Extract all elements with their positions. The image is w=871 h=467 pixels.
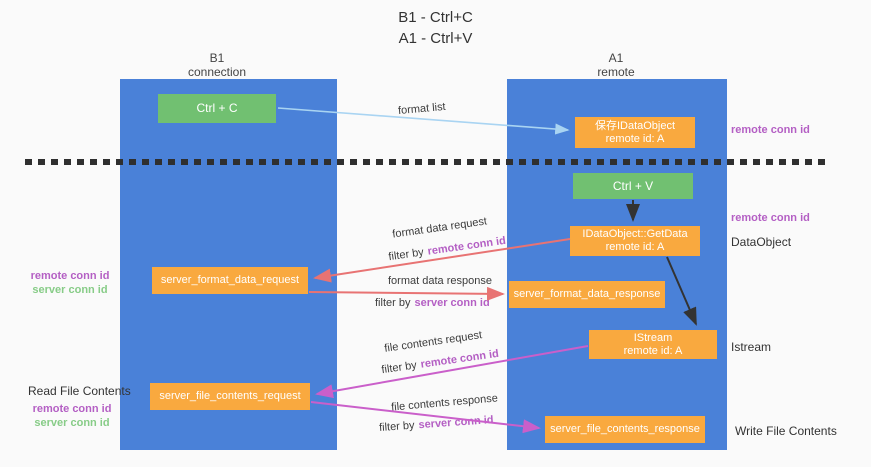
node-ctrl-c: Ctrl + C	[158, 94, 276, 123]
node-save-idataobject-line1: 保存IDataObject	[594, 119, 676, 132]
node-idataobject-getdata: IDataObject::GetData remote id: A	[570, 226, 700, 256]
node-server-file-contents-response: server_file_contents_response	[545, 416, 705, 443]
label-file-contents-response-text: file contents response	[390, 392, 499, 414]
label-server-conn-id-text: server conn id	[414, 297, 490, 309]
phase-divider-dashed-line	[25, 159, 831, 165]
node-save-idataobject: 保存IDataObject remote id: A	[575, 117, 695, 148]
node-save-idataobject-line2: remote id: A	[605, 132, 665, 145]
node-server-format-data-response: server_format_data_response	[509, 281, 665, 308]
node-server-format-data-request: server_format_data_request	[152, 267, 308, 294]
label-format-list-text: format list	[397, 100, 447, 118]
annotation-write-file-contents: Write File Contents	[735, 424, 837, 438]
node-ctrl-v: Ctrl + V	[573, 173, 693, 199]
annotation-server-conn-id-left-1: server conn id	[32, 284, 108, 296]
lane-a1-name: A1	[608, 51, 624, 65]
title-line-2: A1 - Ctrl+V	[398, 30, 473, 47]
label-filter-by-text: filter by	[387, 246, 425, 264]
label-filter-by-text: filter by	[378, 419, 415, 434]
node-ctrl-c-label: Ctrl + C	[196, 101, 238, 115]
label-remote-conn-id-text: remote conn id	[419, 347, 500, 371]
annotation-remote-conn-id-left-2: remote conn id	[32, 403, 112, 415]
label-filter-by-text: filter by	[375, 297, 411, 309]
node-istream-line1: IStream	[633, 331, 673, 344]
node-server-file-contents-response-label: server_file_contents_response	[550, 423, 700, 435]
annotation-read-file-contents: Read File Contents	[28, 384, 131, 398]
annotation-istream: Istream	[731, 340, 772, 354]
annotation-conn-ids-top: remote conn id server conn id	[22, 269, 118, 297]
label-format-list: format list	[398, 101, 447, 117]
lane-header-a1: A1 remote	[556, 51, 676, 79]
node-istream: IStream remote id: A	[589, 330, 717, 359]
title-line-1: B1 - Ctrl+C	[398, 9, 473, 26]
annotation-server-conn-id-left-2: server conn id	[34, 417, 110, 429]
node-ctrl-v-label: Ctrl + V	[612, 178, 654, 193]
label-filter-remote-1: filter by remote conn id	[388, 235, 507, 263]
label-format-data-response-text: format data response	[388, 275, 492, 287]
annotation-conn-ids-bottom: remote conn id server conn id	[24, 402, 120, 430]
label-format-data-request-text: format data request	[391, 215, 488, 241]
label-filter-server-2: filter by server conn id	[379, 414, 494, 434]
label-file-contents-response: file contents response	[391, 392, 499, 413]
annotation-dataobject: DataObject	[731, 235, 792, 249]
label-filter-by-text: filter by	[380, 359, 418, 377]
arrow-format-data-response	[308, 286, 505, 301]
node-idataobject-getdata-line2: remote id: A	[605, 241, 665, 253]
label-format-data-response: format data response	[388, 275, 492, 287]
lane-b1-name: B1	[209, 51, 225, 65]
label-filter-server-1: filter by server conn id	[375, 297, 490, 309]
node-server-format-data-response-label: server_format_data_response	[513, 288, 661, 300]
annotation-remote-conn-id-mid: remote conn id	[731, 212, 810, 224]
label-server-conn-id-text: server conn id	[418, 414, 494, 432]
node-server-file-contents-request-label: server_file_contents_request	[159, 390, 301, 402]
node-server-format-data-request-label: server_format_data_request	[160, 274, 300, 286]
node-server-file-contents-request: server_file_contents_request	[150, 383, 310, 410]
diagram-title: B1 - Ctrl+C A1 - Ctrl+V	[0, 7, 871, 49]
label-format-data-request: format data request	[392, 215, 488, 240]
annotation-remote-conn-id-left-1: remote conn id	[30, 270, 110, 282]
annotation-remote-conn-id-top: remote conn id	[731, 124, 810, 136]
node-idataobject-getdata-line1: IDataObject::GetData	[582, 228, 688, 240]
label-remote-conn-id-text: remote conn id	[426, 234, 507, 258]
lane-a1-subtitle: remote	[597, 65, 635, 79]
lane-header-b1: B1 connection	[157, 51, 277, 79]
node-istream-line2: remote id: A	[623, 344, 683, 357]
lane-b1-subtitle: connection	[187, 65, 247, 79]
